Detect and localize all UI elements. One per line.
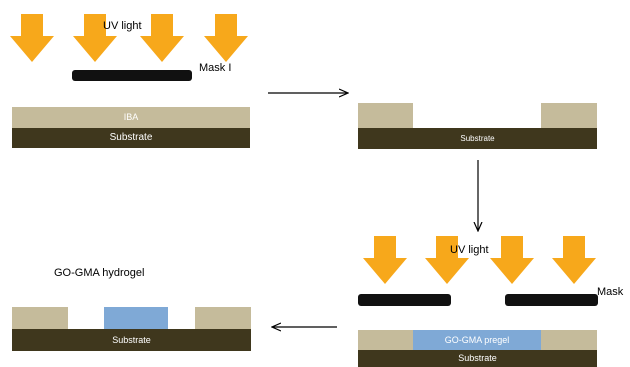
- iba-layer-label: IBA: [123, 112, 139, 122]
- hydrogel-title: GO-GMA hydrogel: [54, 267, 145, 279]
- uv-arrow-icon: [552, 236, 596, 284]
- iba-pattern-left: [358, 330, 413, 350]
- pregel-region: GO-GMA pregel: [413, 330, 541, 350]
- uv-arrow-icon: [490, 236, 534, 284]
- substrate: Substrate: [358, 128, 597, 149]
- mask-bar-right: [505, 294, 598, 306]
- hydrogel-region: [104, 307, 168, 329]
- mask-bar-left: [358, 294, 451, 306]
- mask-bar: [72, 70, 192, 81]
- uv-arrow-icon: [140, 14, 184, 62]
- iba-pattern-left: [12, 307, 68, 329]
- uv-arrow-icon: [73, 14, 117, 62]
- uv-light-label: UV light: [103, 20, 142, 32]
- iba-pattern-right: [195, 307, 251, 329]
- uv-arrow-icon: [425, 236, 469, 284]
- iba-pattern-right: [541, 103, 597, 128]
- uv-arrow-icon: [10, 14, 54, 62]
- uv-light-label: UV light: [450, 244, 489, 256]
- substrate: Substrate: [358, 350, 597, 367]
- uv-arrow-icon: [363, 236, 407, 284]
- mask-label: Mask: [597, 286, 624, 298]
- iba-layer: [12, 107, 250, 128]
- iba-pattern-right: [541, 330, 597, 350]
- substrate: Substrate: [12, 128, 250, 148]
- mask-label: Mask I: [199, 62, 232, 74]
- iba-pattern-left: [358, 103, 413, 128]
- substrate: Substrate: [12, 329, 251, 351]
- uv-arrow-icon: [204, 14, 248, 62]
